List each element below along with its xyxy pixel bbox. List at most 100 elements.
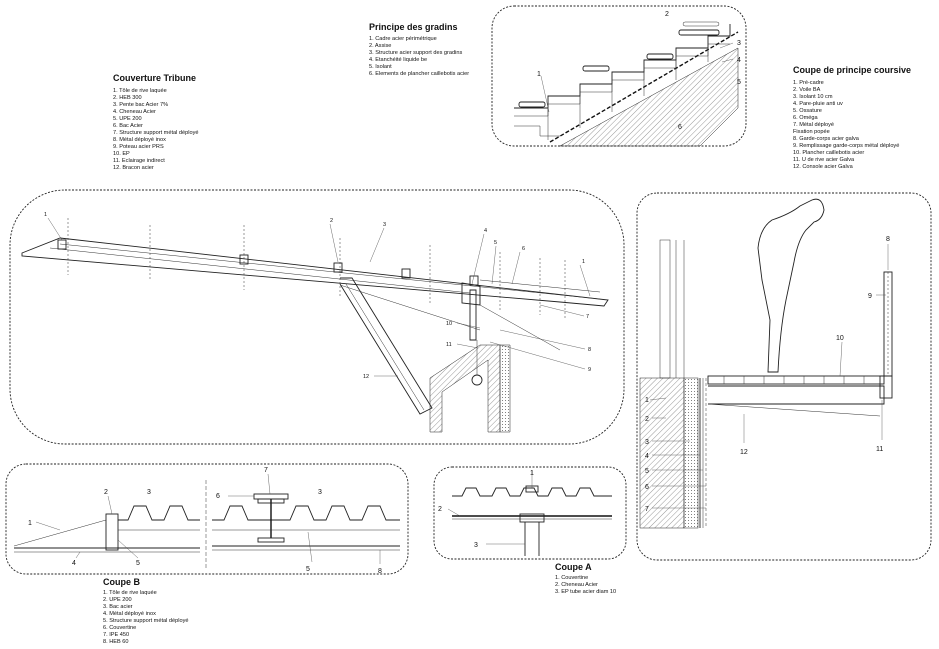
tribune-roof-sheet [21,237,609,307]
tribune-callout: 11 [446,342,452,348]
tribune-callout: 9 [588,367,591,373]
tribune-bracon [339,277,433,415]
tribune-column [469,289,477,341]
gradins-steps-under [514,43,730,117]
legend-item: 1. Tôle de rive laquée [113,88,167,94]
legend-item: 6. Couvertine [103,625,137,631]
gradins-callout: 5 [737,79,741,86]
coupe-a-bac [452,487,612,497]
gradins-seat [518,101,546,108]
legend-item: Fixation popée [793,129,830,135]
tribune-title: Couverture Tribune [113,73,197,83]
gradins-callout: 1 [537,71,541,78]
legend-item: 8. Métal déployé inox [113,137,166,143]
legend-item: 1. Couvertine [555,575,589,581]
tribune-bracon-inner [345,283,425,411]
legend-item: 12. Console acier Galva [793,164,853,170]
coursive-callout: 5 [645,468,649,475]
gradins-seat [678,29,720,36]
coursive-frame [636,192,932,561]
tribune-leader [539,304,585,317]
coursive-callout: 11 [876,446,883,453]
coursive-callout: 6 [645,484,649,491]
tribune-wall [429,344,501,433]
legend-item: 7. Métal déployé [793,122,835,128]
gradins-seat [582,65,610,72]
coupe-b-bac [118,505,200,521]
gradins-callout: 2 [665,11,669,18]
legend-item: 5. Ossature [793,108,822,114]
legend-tribune: Couverture Tribune 1. Tôle de rive laqué… [113,73,199,172]
coursive-callout: 7 [645,506,649,513]
legend-item: 4. Métal déployé inox [103,611,156,617]
legend-item: 4. Cheneau Acier [113,109,156,115]
tribune-leader [47,217,63,241]
coupe-b-frame [5,463,409,575]
gradins-title: Principe des gradins [369,22,458,32]
tribune-tie [479,304,561,351]
coupe-a-callout: 3 [474,542,478,549]
coupe-b-ipe-flange [257,498,285,504]
coupe-b-drawing: 1 2 3 4 6 7 3 5 5 8 [5,463,409,575]
coursive-isolant [683,377,699,529]
tribune-callout: 2 [330,218,333,224]
legend-item: 2. Voile BA [793,87,821,93]
coupe-a-callout: 1 [530,470,534,477]
legend-item: 9. Poteau acier PRS [113,144,164,150]
legend-item: 5. UPE 200 [113,116,142,122]
gradins-callout: 6 [678,124,682,131]
gradins-leader [719,42,734,49]
tribune-callout: 1 [582,259,585,265]
legend-item: 6. Oméga [793,115,818,121]
tribune-callout: 10 [446,321,452,327]
coupe-b-callout: 5 [306,566,310,573]
coupe-b-title: Coupe B [103,577,140,587]
coupe-a-drawing: 1 2 3 [433,466,627,560]
coupe-b-bac-right [212,505,400,521]
coupe-b-upe [105,513,119,551]
coupe-b-callout: 7 [264,467,268,474]
tribune-leader [511,251,521,285]
tribune-callout: 3 [383,222,386,228]
legend-item: 2. HEB 300 [113,95,142,101]
coursive-callout: 8 [886,236,890,243]
coupe-a-junction [519,513,545,523]
legend-item: 7. Structure support métal déployé [113,130,199,136]
legend-item: 3. Pente bac Acier 7% [113,102,169,108]
coupe-b-callout: 8 [378,568,382,575]
legend-item: 1. Pré-cadre [793,80,824,86]
coupe-b-leader [267,473,271,495]
tribune-callout: 7 [586,314,589,320]
coupe-b-callout: 6 [216,493,220,500]
coupe-b-callout: 1 [28,520,32,527]
legend-item: 3. Structure acier support des gradins [369,50,463,56]
legend-item: 10. Plancher caillebotis acier [793,150,865,156]
legend-item: 4. Pare-pluie anti uv [793,101,843,107]
tribune-leader [499,329,586,350]
tribune-insulation [499,344,511,433]
gradins-leader [721,58,734,63]
legend-item: 10. EP [113,151,130,157]
gradins-callout: 4 [737,57,741,64]
legend-item: 6. Elements de plancher caillebotis acie… [369,71,470,77]
coursive-drawing: 8 9 10 1 2 3 4 5 6 7 12 11 [636,192,932,561]
gradins-lower-step [514,125,560,137]
tribune-callout: 5 [494,240,497,246]
tribune-deck [479,279,601,293]
coupe-b-slope [13,519,107,547]
coupe-b-leader [75,551,81,559]
legend-item: 7. IPE 450 [103,632,130,638]
coupe-b-leader [307,531,313,563]
legend-item: 2. Assise [369,43,392,49]
coupe-a-frame [433,466,627,560]
gradins-drawing: 1 2 3 4 5 6 [491,5,747,147]
tribune-callout: 8 [588,347,591,353]
tribune-leader [456,322,481,329]
legend-gradins: Principe des gradins 1. Cadre acier péri… [369,22,469,78]
coursive-callout: 9 [868,293,872,300]
tribune-guides [67,218,566,320]
tribune-leader [456,343,479,349]
